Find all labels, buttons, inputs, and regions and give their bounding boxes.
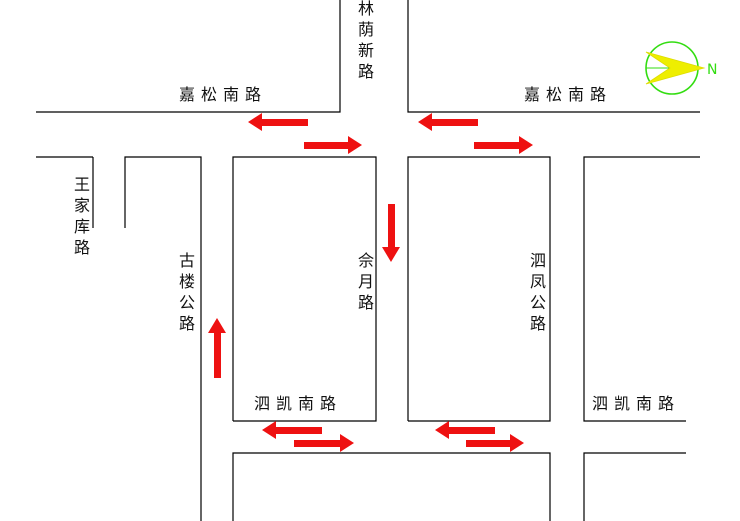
road-edge-top-left [36,0,341,113]
road-label-jiasong-east: 嘉松南路 [524,85,613,104]
road-edge-block-left [232,156,377,422]
road-edge-gulou-left [124,156,202,521]
road-edge-block-east [583,156,700,422]
arrow-right-icon [294,434,354,452]
road-label-sifeng: 泗凤公路 [527,252,546,336]
road-edge-block-right [407,156,551,422]
road-label-linyinxin: 林荫新路 [355,0,374,84]
compass-icon: N [645,41,717,95]
road-label-gulou: 古楼公路 [176,252,195,336]
arrow-left-icon [248,113,308,131]
traffic-arrows [208,113,533,452]
road-edges [36,0,700,521]
compass-north-label: N [707,62,717,78]
road-label-jiasong-west: 嘉松南路 [179,85,268,104]
road-label-wangjiaku: 王家库路 [71,176,90,260]
arrow-left-icon [262,421,322,439]
arrow-down-icon [382,204,400,262]
road-edge-top-right [407,0,700,113]
arrow-up-icon [208,318,226,378]
road-edge-lower-mid [232,452,551,521]
arrow-right-icon [474,136,533,154]
road-edge-lower-east [583,452,686,521]
road-label-sheyue: 佘月路 [355,252,374,315]
arrow-left-icon [418,113,478,131]
road-label-sikai-mid: 泗凯南路 [254,394,343,413]
road-label-sikai-east: 泗凯南路 [592,394,681,413]
compass-needle-icon [645,51,706,85]
arrow-left-icon [435,421,495,439]
arrow-right-icon [466,434,524,452]
arrow-right-icon [304,136,362,154]
